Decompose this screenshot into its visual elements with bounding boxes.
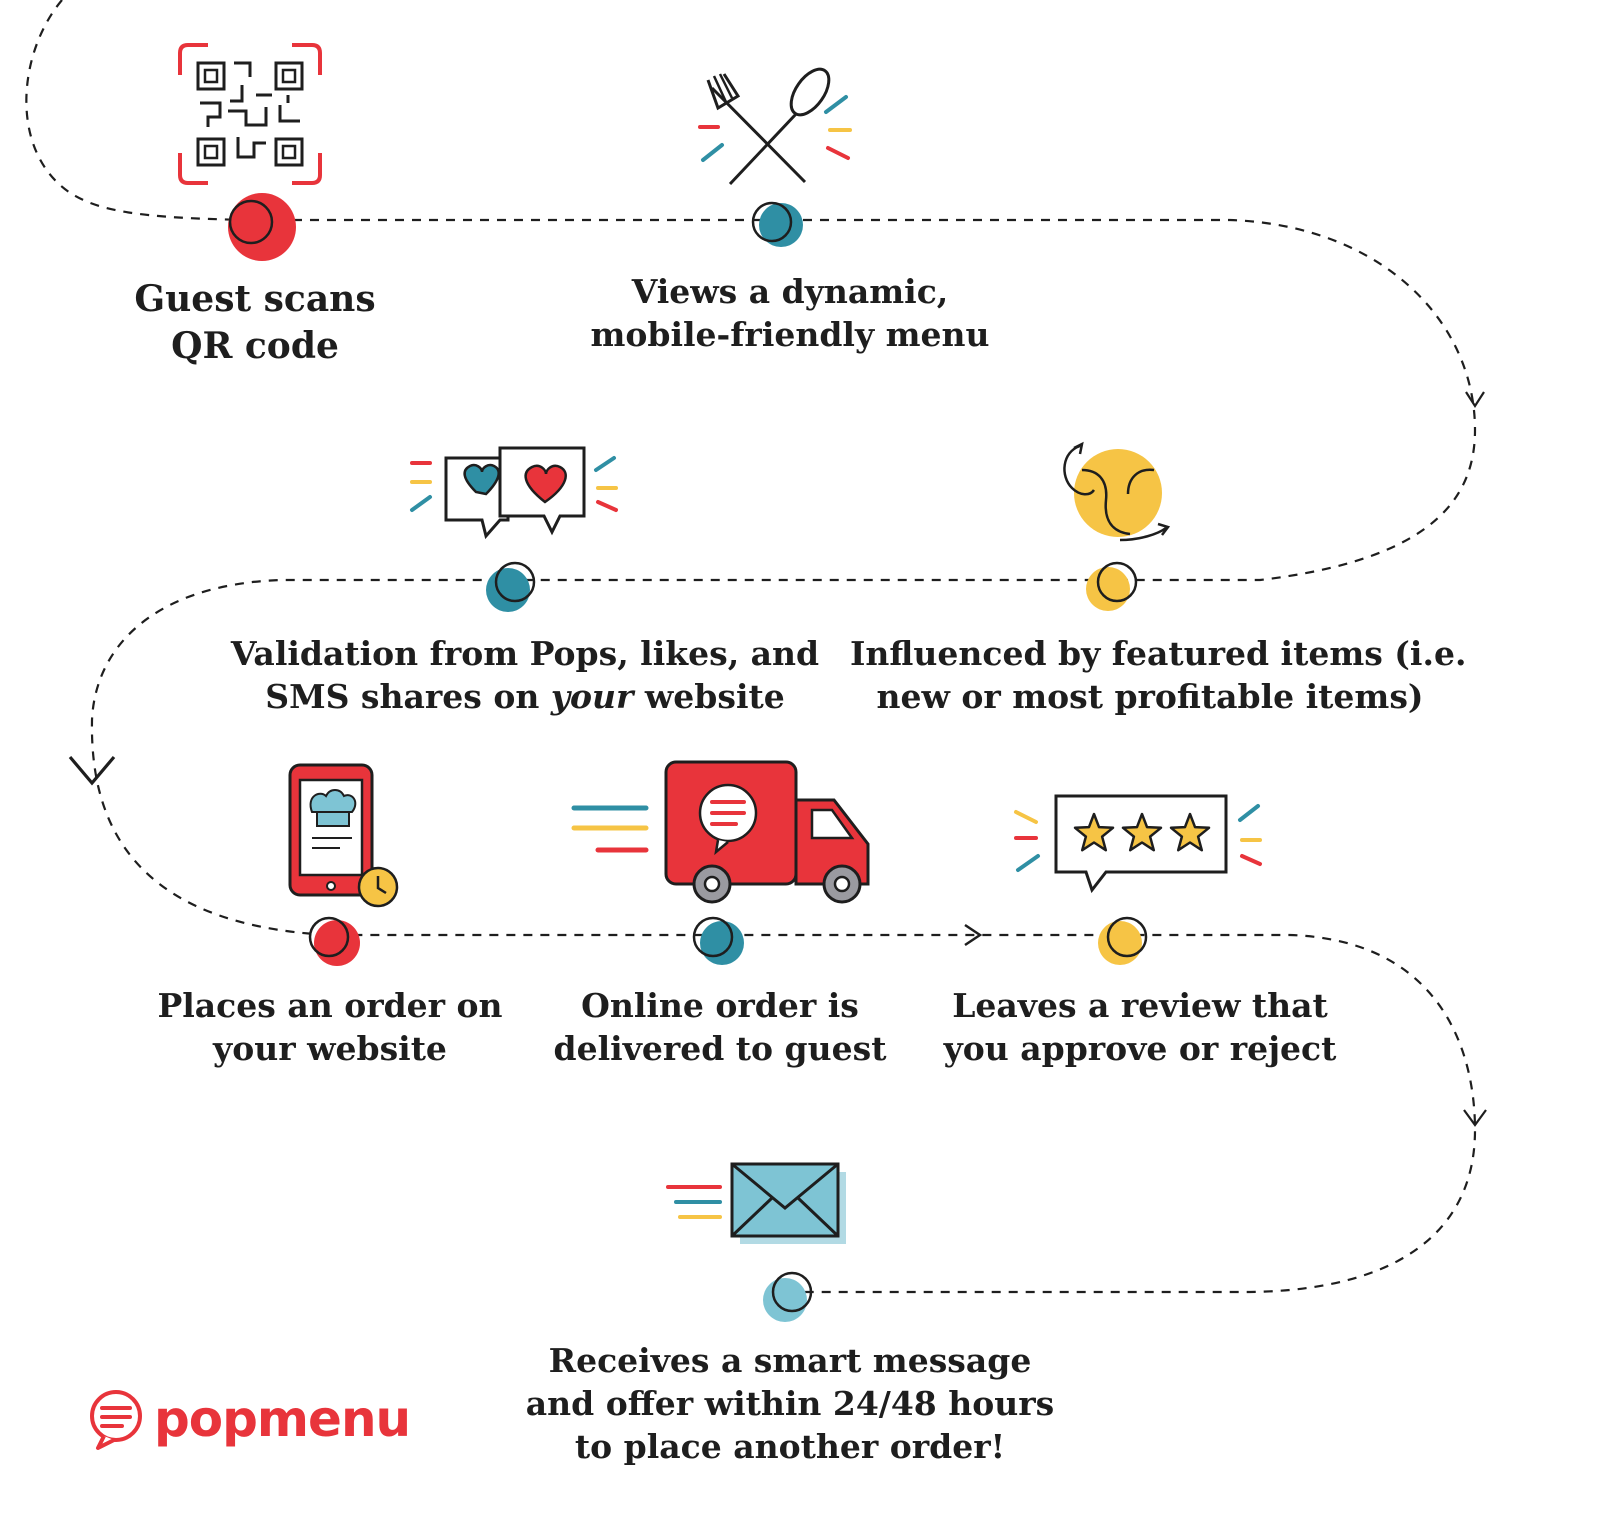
envelope-icon: [666, 1162, 846, 1244]
brand-wordmark: popmenu: [154, 1390, 411, 1448]
heart-chat-icon: [410, 446, 618, 540]
step-label-delivered: Online order is delivered to guest: [553, 986, 887, 1068]
marker-place-order: [308, 916, 360, 966]
marker-validation: [486, 561, 536, 612]
marker-scan-qr: [228, 193, 296, 261]
fork-spoon-icon: [698, 67, 852, 186]
marker-view-menu: [751, 201, 803, 247]
popmenu-chat-icon: [90, 1390, 142, 1450]
arrow-down-right-icon: [1465, 391, 1485, 409]
star-icon: [1121, 812, 1163, 852]
featured-ball-icon: [1063, 441, 1171, 542]
qr-code-icon: [178, 43, 322, 185]
marker-influenced: [1086, 561, 1138, 611]
marker-review: [1098, 916, 1148, 965]
star-icon: [1073, 812, 1115, 852]
marker-smart-message: [763, 1271, 813, 1322]
arrow-down-right-2-icon: [1463, 1109, 1487, 1127]
arrow-down-left-icon: [68, 755, 116, 786]
delivery-truck-icon: [571, 760, 870, 904]
star-review-icon: [1014, 794, 1262, 894]
review-stars: [1073, 812, 1211, 852]
marker-delivered: [692, 916, 744, 965]
journey-dashed-path: [25, 0, 1477, 1294]
step-label-validation: Validation from Pops, likes, and SMS sha…: [230, 634, 820, 716]
step-label-smart-message: Receives a smart message and offer withi…: [525, 1341, 1055, 1466]
step-label-influenced: Influenced by featured items (i.e. new o…: [850, 634, 1467, 716]
arrow-right-icon: [964, 923, 983, 947]
popmenu-logo: popmenu: [86, 1388, 411, 1450]
step-label-place-order: Places an order on your website: [157, 986, 503, 1068]
star-icon: [1169, 812, 1211, 852]
step-label-view-menu: Views a dynamic, mobile-friendly menu: [590, 272, 990, 354]
tablet-order-icon: [288, 763, 399, 908]
step-label-review: Leaves a review that you approve or reje…: [943, 986, 1337, 1068]
step-label-scan-qr: Guest scans QR code: [134, 278, 376, 367]
